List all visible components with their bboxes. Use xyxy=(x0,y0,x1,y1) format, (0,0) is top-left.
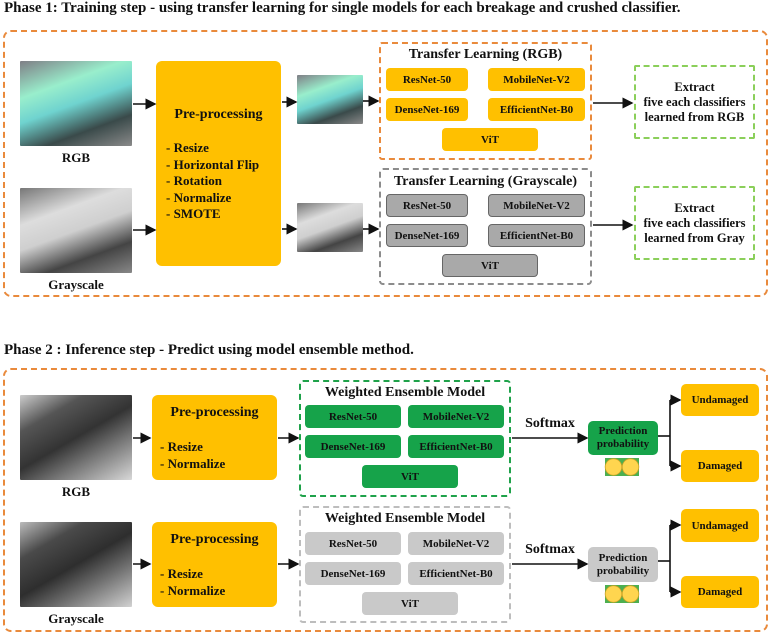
preprocessing-steps: - Resize - Horizontal Flip - Rotation - … xyxy=(166,140,259,223)
model-densenet169: DenseNet-169 xyxy=(305,435,401,458)
softmax-label: Softmax xyxy=(525,542,575,557)
rgb-processed-image xyxy=(297,75,363,124)
prediction-probability-rgb: Prediction probability xyxy=(588,421,658,455)
rgb-label: RGB xyxy=(61,484,91,499)
prediction-line: Prediction xyxy=(598,425,648,437)
model-efficientnetb0: EfficientNet-B0 xyxy=(488,224,585,247)
grayscale-label: Grayscale xyxy=(48,611,104,626)
grayscale-car-image xyxy=(20,522,132,607)
preprocessing-box-rgb: Pre-processing - Resize - Normalize xyxy=(152,395,277,480)
tl-gray-title: Transfer Learning (Grayscale) xyxy=(393,174,577,189)
output-undamaged: Undamaged xyxy=(681,509,759,542)
preprocessing-steps: - Resize - Normalize xyxy=(160,439,225,472)
ensemble-gray-title: Weighted Ensemble Model xyxy=(324,511,486,526)
extract-line: five each classifiers xyxy=(643,215,746,230)
tl-rgb-title: Transfer Learning (RGB) xyxy=(408,47,563,62)
step: - Normalize xyxy=(160,455,226,471)
model-vit: ViT xyxy=(362,465,458,488)
model-mobilenetv2: MobileNet-V2 xyxy=(488,194,585,217)
output-damaged: Damaged xyxy=(681,450,759,482)
model-resnet50: ResNet-50 xyxy=(386,194,468,217)
phase2-title: Phase 2 : Inference step - Predict using… xyxy=(4,342,414,358)
model-vit: ViT xyxy=(442,128,538,151)
softmax-label: Softmax xyxy=(525,416,575,431)
rgb-label: RGB xyxy=(61,150,91,165)
step: - Resize xyxy=(160,566,203,581)
preprocessing-title: Pre-processing xyxy=(174,107,263,122)
preprocessing-box: Pre-processing - Resize - Horizontal Fli… xyxy=(156,61,281,266)
probability-circles-icon xyxy=(604,458,640,603)
model-densenet169: DenseNet-169 xyxy=(386,224,468,247)
grayscale-car-image xyxy=(20,188,132,273)
model-resnet50: ResNet-50 xyxy=(305,405,401,428)
grayscale-label: Grayscale xyxy=(48,277,104,292)
output-damaged: Damaged xyxy=(681,576,759,608)
step: - Horizontal Flip xyxy=(166,156,260,172)
model-vit: ViT xyxy=(442,254,538,277)
model-vit: ViT xyxy=(362,592,458,615)
prediction-line: probability xyxy=(596,564,650,577)
extract-line: five each classifiers xyxy=(643,94,746,109)
model-mobilenetv2: MobileNet-V2 xyxy=(408,405,504,428)
transfer-learning-rgb-box: Transfer Learning (RGB) ResNet-50 Mobile… xyxy=(379,42,592,160)
preprocessing-title: Pre-processing xyxy=(170,405,259,420)
extract-line: Extract xyxy=(674,79,715,94)
rgb-car-image xyxy=(20,395,132,480)
model-efficientnetb0: EfficientNet-B0 xyxy=(408,562,504,585)
preprocessing-steps: - Resize - Normalize xyxy=(160,566,225,599)
model-efficientnetb0: EfficientNet-B0 xyxy=(408,435,504,458)
grayscale-processed-image xyxy=(297,203,363,252)
prediction-probability-gray: Prediction probability xyxy=(588,547,658,582)
step: - SMOTE xyxy=(166,206,221,221)
extract-line: learned from Gray xyxy=(644,230,745,245)
ensemble-gray-box: Weighted Ensemble Model ResNet-50 Mobile… xyxy=(299,506,511,623)
model-densenet169: DenseNet-169 xyxy=(305,562,401,585)
model-mobilenetv2: MobileNet-V2 xyxy=(488,68,585,91)
prediction-line: probability xyxy=(596,438,650,450)
step: - Resize xyxy=(166,140,209,155)
prediction-line: Prediction xyxy=(598,551,648,564)
extract-gray-box: Extract five each classifiers learned fr… xyxy=(634,186,755,260)
output-undamaged: Undamaged xyxy=(681,384,759,416)
ensemble-rgb-box: Weighted Ensemble Model ResNet-50 Mobile… xyxy=(299,380,511,497)
ensemble-rgb-title: Weighted Ensemble Model xyxy=(324,385,486,400)
phase1-container xyxy=(3,30,768,297)
step: - Normalize xyxy=(160,582,226,598)
model-resnet50: ResNet-50 xyxy=(305,532,401,555)
transfer-learning-grayscale-box: Transfer Learning (Grayscale) ResNet-50 … xyxy=(379,168,592,285)
model-resnet50: ResNet-50 xyxy=(386,68,468,91)
extract-line: learned from RGB xyxy=(644,109,745,124)
phase1-title: Phase 1: Training step - using transfer … xyxy=(4,0,681,16)
extract-line: Extract xyxy=(674,200,715,215)
preprocessing-title: Pre-processing xyxy=(170,532,259,547)
preprocessing-box-gray: Pre-processing - Resize - Normalize xyxy=(152,522,277,607)
model-densenet169: DenseNet-169 xyxy=(386,98,468,121)
extract-rgb-box: Extract five each classifiers learned fr… xyxy=(634,65,755,139)
step: - Rotation xyxy=(166,173,222,188)
step: - Normalize xyxy=(166,189,232,205)
model-efficientnetb0: EfficientNet-B0 xyxy=(488,98,585,121)
phase2-container xyxy=(3,368,768,632)
model-mobilenetv2: MobileNet-V2 xyxy=(408,532,504,555)
step: - Resize xyxy=(160,439,203,454)
rgb-car-image xyxy=(20,61,132,146)
